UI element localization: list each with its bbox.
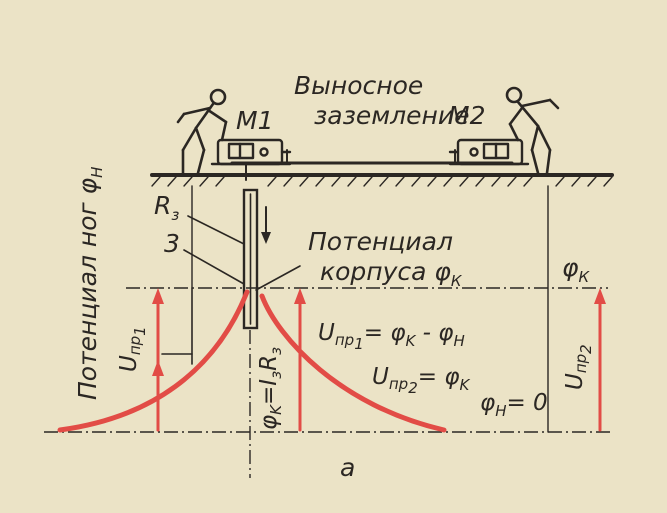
label-leg-potential: Потенциал ног φН [73, 167, 106, 400]
arrow-phi-k [294, 288, 306, 432]
label-phi-k-right: φК [562, 253, 591, 286]
current-down-arrow [261, 206, 271, 244]
label-u-pr2-right: Uпр2 [562, 344, 595, 390]
potential-curve-right [259, 293, 447, 433]
label-remote-ground-2: заземление [314, 101, 469, 130]
equation-u-pr1: Uпр1= φK - φH [318, 320, 465, 353]
vertical-guides [191, 185, 549, 433]
equation-phi-n-zero: φH= 0 [480, 390, 548, 420]
label-electrode-number: 3 [164, 229, 180, 258]
label-m2: M2 [448, 101, 485, 130]
label-phi-k-formula: φK=IзRз [256, 347, 285, 430]
equation-u-pr2: Uпр2= φK [372, 364, 471, 397]
voltage-arrows [152, 288, 606, 432]
arrow-u-pr2 [594, 288, 606, 432]
label-rz: Rз [154, 191, 179, 224]
svg-text:Uпр2: Uпр2 [562, 344, 595, 390]
label-remote-ground-1: Выносное [294, 71, 423, 100]
ground-surface [150, 173, 614, 187]
ground-electrode [242, 188, 259, 330]
worker-m1-figure [176, 88, 228, 175]
reference-lines [44, 287, 612, 478]
machine-m1 [210, 138, 292, 166]
label-m1: M1 [236, 106, 273, 135]
potential-curves [57, 289, 447, 433]
label-u-pr1-left: Uпр1 [116, 326, 149, 372]
svg-text:Потенциал ног φН: Потенциал ног φН [73, 167, 106, 400]
machine-m2 [448, 138, 530, 166]
figure-label: a [340, 453, 355, 482]
label-case-potential-2: корпуса φК [320, 257, 463, 290]
arrow-u-pr1-inner [152, 360, 164, 432]
labels: Выносное заземление M2 M1 Потенциал ног … [73, 71, 595, 482]
potential-curve-left [57, 289, 250, 433]
leader-lines [161, 215, 301, 365]
worker-m2-figure [505, 86, 560, 175]
label-case-potential-1: Потенциал [308, 227, 453, 256]
svg-text:φK=IзRз: φK=IзRз [256, 347, 285, 430]
svg-text:Uпр1: Uпр1 [116, 326, 149, 372]
